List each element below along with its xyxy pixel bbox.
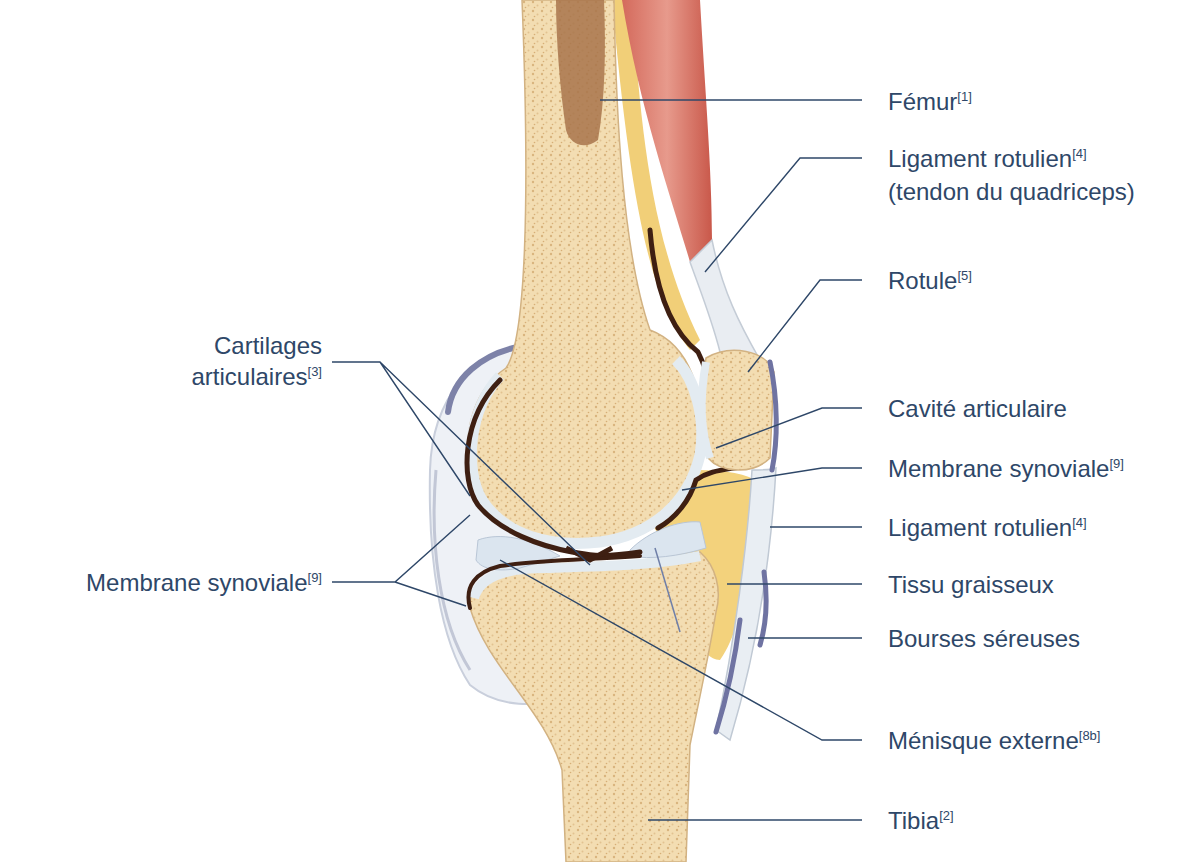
part-label: Rotule: [888, 267, 957, 294]
label-group: Ligament rotulien[4]: [888, 143, 1087, 174]
label-group: Ménisque externe[8b]: [888, 725, 1100, 756]
label-group: Tibia[2]: [888, 805, 954, 836]
part-label: Fémur: [888, 88, 957, 115]
tibia-bone: [470, 552, 718, 862]
leader-line: [600, 99, 862, 100]
leader-line: [748, 280, 862, 372]
leader-line: [500, 560, 862, 740]
label-group: (tendon du quadriceps): [888, 176, 1135, 207]
label-group: Bourses séreuses: [888, 623, 1080, 654]
part-label: Ménisque externe: [888, 727, 1079, 754]
part-label: Cavité articulaire: [888, 395, 1067, 422]
part-label: Ligament rotulien: [888, 145, 1072, 172]
label-group: Cavité articulaire: [888, 393, 1067, 424]
label-group: Tissu graisseux: [888, 569, 1054, 600]
callout-number: [4]: [1072, 515, 1086, 530]
leader-line: [682, 468, 862, 490]
part-label: Tibia: [888, 807, 939, 834]
part-label: Ligament rotulien: [888, 514, 1072, 541]
bursa: [716, 620, 740, 732]
label-group: Cartilages articulaires[3]: [112, 330, 322, 392]
part-label: Tissu graisseux: [888, 571, 1054, 598]
patellar-ligament: [716, 468, 776, 740]
bone-marrow: [556, 0, 605, 145]
bursa: [760, 572, 766, 645]
part-label: Membrane synoviale: [888, 455, 1109, 482]
part-label: Membrane synoviale: [86, 569, 307, 596]
leader-line: [748, 637, 862, 638]
part-label: Bourses séreuses: [888, 625, 1080, 652]
callout-number: [9]: [1109, 456, 1123, 471]
label-group: Fémur[1]: [888, 86, 972, 117]
joint-cavity: [566, 548, 612, 560]
quadriceps-muscle: [622, 0, 712, 262]
bursa: [770, 362, 776, 470]
label-group: Ligament rotulien[4]: [888, 512, 1087, 543]
leader-lines: [332, 100, 862, 820]
callout-number: [1]: [957, 89, 971, 104]
cruciate-line: [655, 548, 680, 632]
leader-line: [716, 408, 862, 448]
callout-number: [8b]: [1079, 728, 1101, 743]
label-group: Rotule[5]: [888, 265, 972, 296]
femoral-cartilage: [471, 360, 701, 543]
callout-number: [3]: [308, 364, 322, 379]
capsule-line: [434, 470, 470, 670]
label-group: Membrane synoviale[9]: [888, 453, 1124, 484]
callout-number: [9]: [308, 570, 322, 585]
callout-number: [2]: [939, 808, 953, 823]
patella-bone: [702, 350, 774, 470]
part-label: (tendon du quadriceps): [888, 178, 1135, 205]
callout-number: [5]: [957, 268, 971, 283]
quadriceps-tendon: [690, 240, 760, 360]
patellar-cartilage: [702, 362, 710, 458]
leader-line: [705, 158, 862, 272]
callout-number: [4]: [1072, 146, 1086, 161]
leader-line: [727, 583, 862, 584]
joint-cavity: [468, 556, 640, 608]
label-group: Membrane synoviale[9]: [22, 567, 322, 598]
leader-line: [332, 515, 470, 606]
leader-line: [648, 819, 862, 820]
leader-line: [770, 526, 862, 527]
part-label: Cartilages articulaires: [191, 332, 322, 390]
femur-bone: [468, 0, 701, 547]
leader-line: [332, 362, 590, 565]
